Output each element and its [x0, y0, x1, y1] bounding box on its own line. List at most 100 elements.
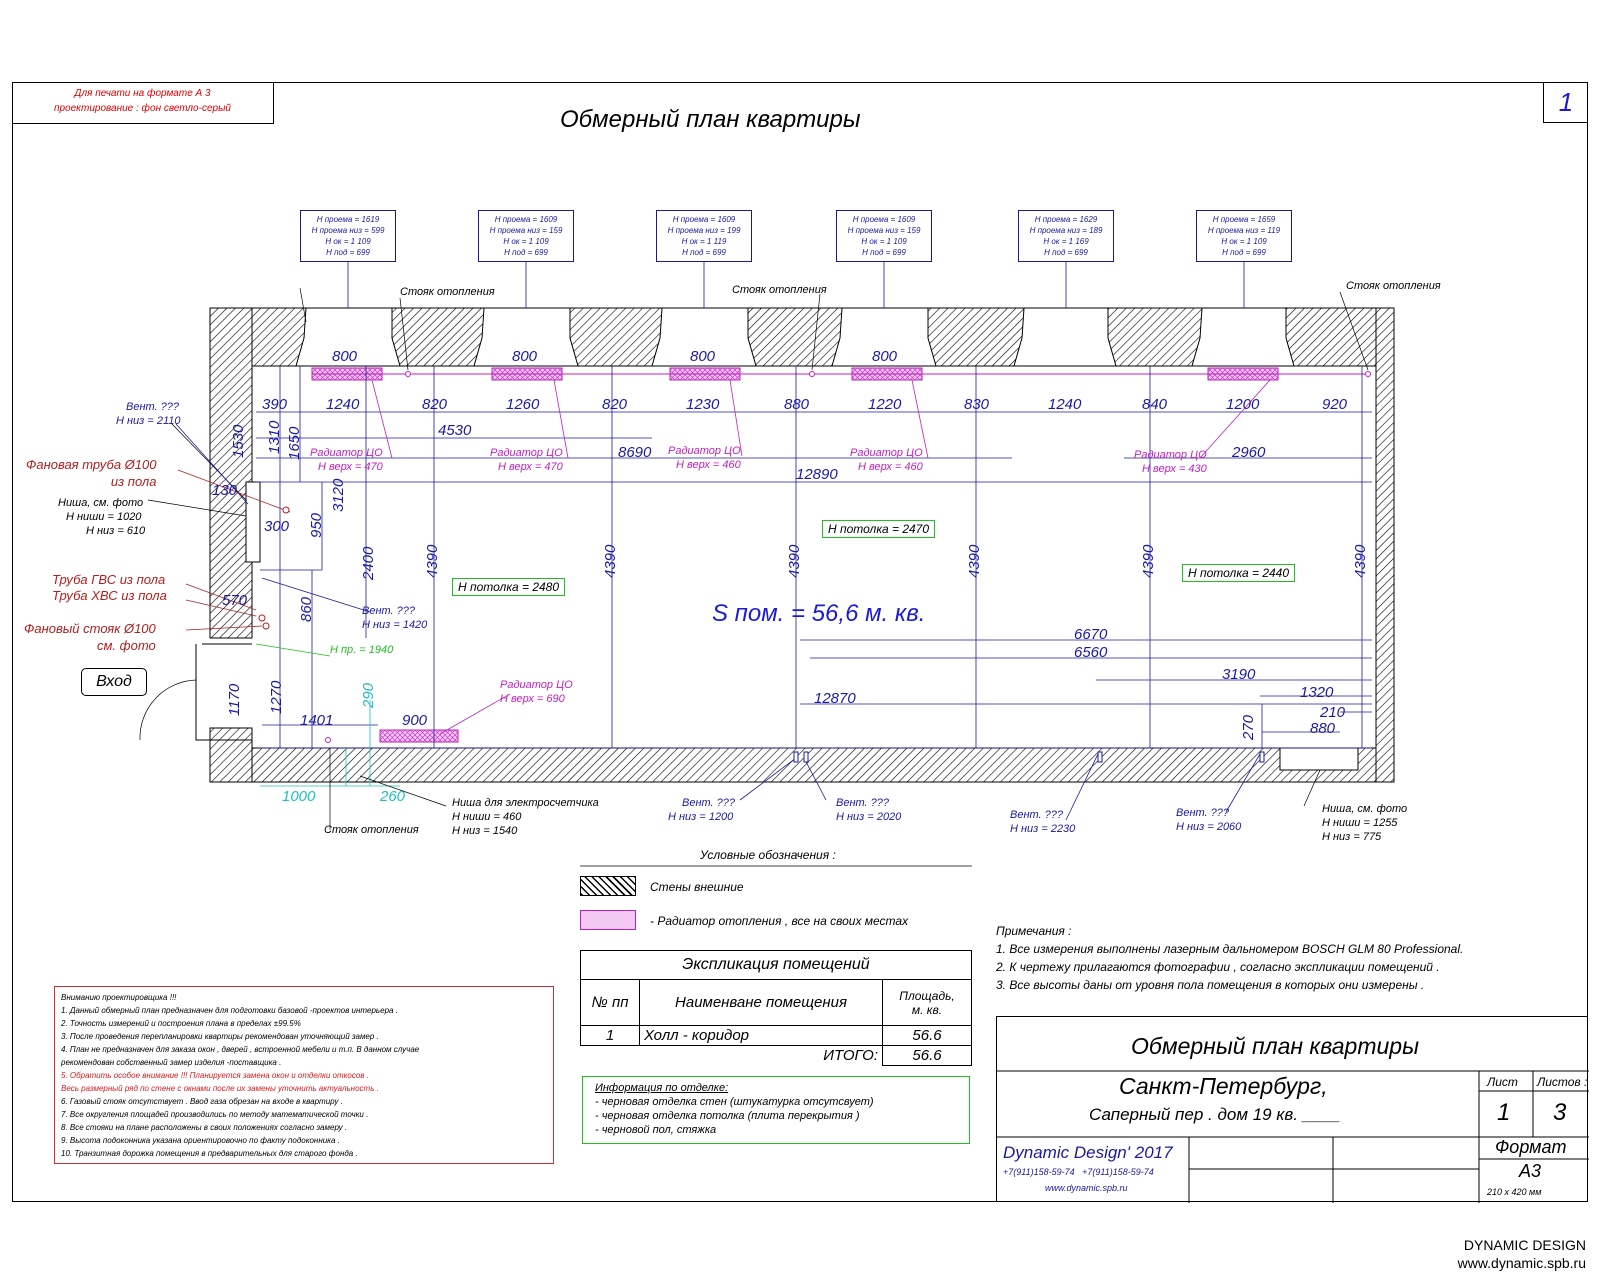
dim-chain: 12890: [796, 466, 838, 483]
warning-line: 8. Все стояки на плане расположены в сво…: [61, 1123, 348, 1132]
col-area: Площадь,м. кв.: [882, 979, 972, 1026]
dim-top: 820: [422, 396, 448, 413]
designer-warning: Вниманию проектировщика !!! 1. Данный об…: [54, 986, 554, 1164]
vent-name: Вент. ???: [1010, 809, 1064, 821]
riser-label: Стояк отопления: [732, 284, 827, 296]
stamp-company: Dynamic Design' 2017: [1003, 1143, 1173, 1162]
radiator-top: H верх = 430: [1142, 463, 1207, 475]
stamp-site: www.dynamic.spb.ru: [1045, 1183, 1128, 1193]
dim-chain: 4530: [438, 422, 472, 439]
stamp-format: А3: [1519, 1161, 1542, 1181]
dim-left: 1650: [286, 426, 303, 460]
print-note: Для печати на формате А 3 проектирование…: [12, 82, 274, 124]
dim-left: 2400: [360, 546, 377, 580]
dim-height: 4390: [602, 544, 619, 578]
dim-top: 920: [1322, 396, 1348, 413]
dim-top: 820: [602, 396, 628, 413]
window-text: H проема низ = 199: [667, 226, 741, 235]
total-label: ИТОГО:: [823, 1047, 878, 1065]
radiator-label-text: Радиатор ЦО: [500, 679, 573, 691]
riser-label: Стояк отопления: [1346, 280, 1441, 292]
legend-title: Условные обозначения :: [700, 848, 836, 862]
dim-right: 6560: [1074, 644, 1108, 661]
warning-line: Весь размерный ряд по стене с окнами пос…: [61, 1084, 379, 1093]
dimension-lines: [256, 366, 1372, 749]
dim-left: 860: [298, 596, 315, 622]
vent-height: H низ = 2110: [116, 415, 181, 427]
window-text: H под = 699: [326, 248, 370, 257]
radiator-label-text: Радиатор ЦО: [1134, 449, 1207, 461]
window-text: H проема низ = 189: [1029, 226, 1103, 235]
window-text: H ок = 1 109: [861, 237, 907, 246]
dim-right: 6670: [1074, 626, 1108, 643]
wall-bottom: [209, 747, 1395, 783]
radiator-label: Радиатор ЦО H верх = 430: [1134, 448, 1207, 476]
vent-label: Вент. ???H низ = 2110: [116, 400, 180, 428]
stamp-title: Обмерный план квартиры: [1131, 1033, 1420, 1059]
dim-left: 1170: [226, 683, 243, 716]
window-text: H проема = 1629: [1034, 215, 1098, 224]
vent-label: Вент. ???H низ = 1420: [362, 604, 427, 632]
red-leaders: [177, 469, 291, 631]
window-openings: [295, 307, 1295, 367]
meter-height: H ниши = 460: [452, 811, 522, 823]
dim-left: 1530: [230, 424, 247, 458]
finishing-info: Информация по отделке: - черновая отделк…: [582, 1076, 970, 1144]
finishing-line: - черновая отделка потолка (плита перекр…: [595, 1110, 860, 1122]
radiator-width: 800: [512, 348, 538, 365]
print-note-line2: проектирование : фон светло-серый: [53, 103, 231, 114]
warning-line: 2. Точность измерений и построения плана…: [61, 1019, 301, 1028]
window-text: H под = 699: [862, 248, 906, 257]
stamp-address: Саперный пер . дом 19 кв. ____: [1089, 1105, 1341, 1124]
warning-line: рекомендован собственный замер изделия -…: [61, 1058, 282, 1067]
dim-top: 880: [784, 396, 810, 413]
ceiling-height: H потолка = 2440: [1182, 564, 1296, 582]
window-text: H под = 699: [1222, 248, 1266, 257]
window-text: H проема = 1619: [316, 215, 380, 224]
finishing-line: - черновой пол, стяжка: [595, 1124, 717, 1136]
leader-lines: [147, 287, 1369, 830]
dim-top: 1240: [326, 396, 360, 413]
window-text: H ок = 1 109: [1221, 237, 1267, 246]
dim-height: 4390: [1140, 544, 1157, 578]
wall-right: [1375, 307, 1395, 783]
window-text: H проема низ = 119: [1207, 226, 1281, 235]
col-area-a: Площадь,: [899, 988, 955, 1003]
dim-top: 390: [262, 396, 288, 413]
niche-bottom: H низ = 610: [86, 525, 146, 537]
fan-riser-sub: см. фото: [96, 638, 156, 653]
window-text: H ок = 1 109: [325, 237, 371, 246]
row-no: 1: [580, 1025, 640, 1046]
radiator-top: H верх = 690: [500, 693, 565, 705]
vent-height: H низ = 1200: [668, 811, 734, 823]
sheet-number: 1: [1543, 82, 1588, 123]
stamp-format-label: Формат: [1495, 1137, 1567, 1157]
entry-label: Вход: [81, 668, 147, 696]
room-area: S пом. = 56,6 м. кв.: [712, 600, 926, 627]
row-area: 56.6: [882, 1025, 972, 1046]
warning-line: 7. Все округления площадей производились…: [61, 1110, 369, 1119]
vents-bottom: [793, 751, 1265, 763]
vent-label: Вент. ???H низ = 2060: [1176, 806, 1241, 834]
mag-leaders: [371, 379, 1271, 735]
warning-line: Вниманию проектировщика !!!: [61, 993, 177, 1002]
dim-left: 950: [308, 512, 325, 538]
ceiling-height: H потолка = 2470: [822, 520, 936, 538]
h-pr-label: H пр. = 1940: [330, 644, 394, 656]
warning-line: 9. Высота подоконника указана ориентиров…: [61, 1136, 340, 1145]
niche-name: Ниша, см. фото: [1322, 803, 1408, 815]
dim-chain: 2960: [1232, 444, 1266, 461]
footer-url[interactable]: www.dynamic.spb.ru: [1457, 1255, 1586, 1271]
legend-radiator-swatch: [580, 910, 636, 930]
vent-height: H низ = 1420: [362, 619, 428, 631]
cold-pipe-label: Труба ХВС из пола: [52, 588, 167, 603]
dim-left: 300: [264, 518, 290, 535]
